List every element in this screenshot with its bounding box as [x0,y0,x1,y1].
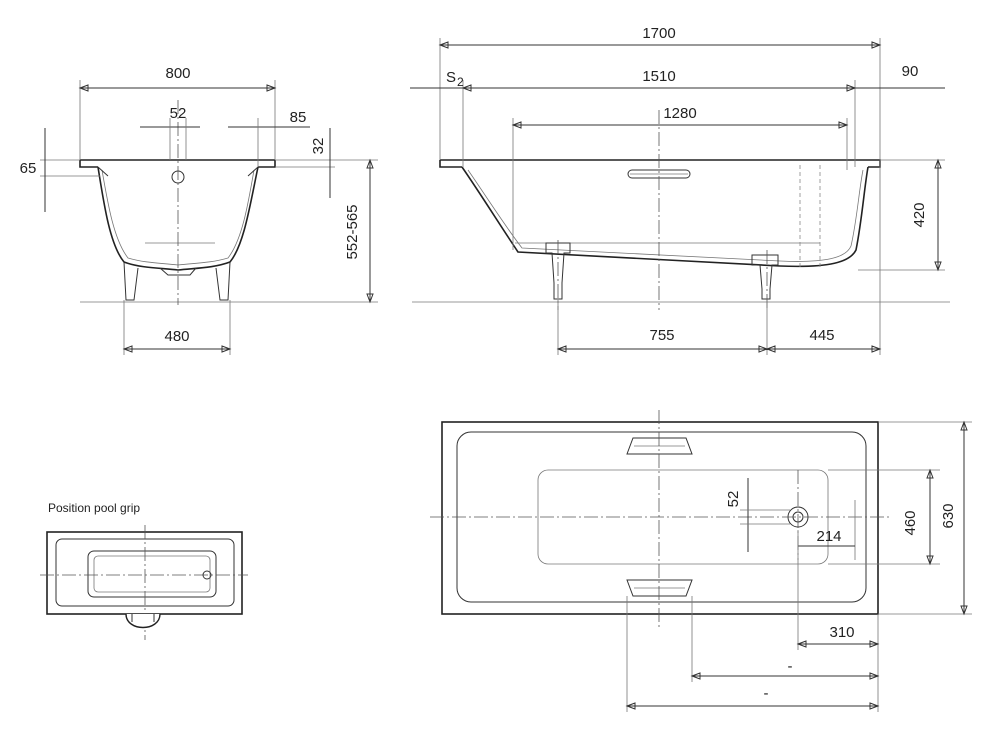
side-foot-end-label: 445 [809,327,834,344]
pool-grip-caption: Position pool grip [48,501,140,515]
front-rim-drop-label: 65 [20,160,37,177]
plan-view: 52 460 630 214 310 - - [430,410,972,712]
pool-grip-position: Position pool grip [40,501,248,640]
side-inner-length-label: 1510 [642,68,675,85]
front-view: 800 52 85 32 65 552-565 480 [20,65,378,355]
plan-drain-edge-label: 214 [816,528,841,545]
plan-outer-width-label: 630 [940,503,957,528]
front-foot-spacing-label: 480 [164,328,189,345]
plan-drain-offset-label: 52 [725,491,742,508]
side-rim-end-label: 90 [902,63,919,80]
front-rim-width-label: 85 [290,109,307,126]
side-floor-length-label: 1280 [663,105,696,122]
plan-inner-width-label: 460 [902,510,919,535]
plan-grip-drain-label: - [788,658,793,675]
side-depth-label: 420 [911,202,928,227]
side-view: 1700 S 2 90 1510 1280 420 755 445 [410,25,950,355]
side-slope-marker: S [446,69,456,86]
front-drain-offset-label: 52 [170,105,187,122]
side-slope-subscript: 2 [457,75,464,89]
front-rim-height-label: 32 [310,138,327,155]
front-width-label: 800 [165,65,190,82]
front-height-label: 552-565 [344,204,361,259]
plan-grip-span-label: - [764,685,769,702]
plan-grip-end-label: 310 [829,624,854,641]
side-length-label: 1700 [642,25,675,42]
side-foot-spacing-label: 755 [649,327,674,344]
